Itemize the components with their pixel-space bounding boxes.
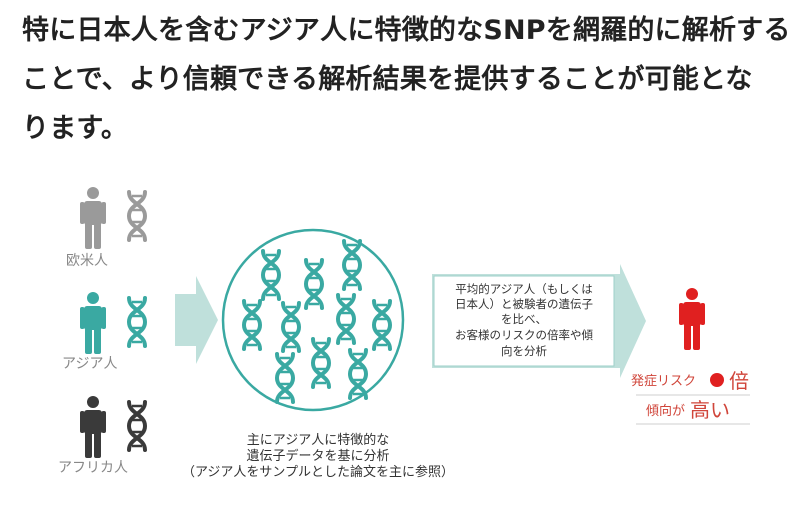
trend-suffix: 高い [690, 398, 730, 422]
risk-suffix: 倍 [729, 369, 749, 393]
risk-dot-icon [710, 373, 724, 387]
arrow-to-circle-icon [175, 276, 218, 364]
trend-prefix: 傾向が [646, 403, 685, 419]
compare-line-1: 平均的アジア人（もしくは [455, 282, 593, 296]
person-asian-icon [80, 292, 106, 354]
snp-analysis-diagram: 欧米人 アジア人 アフリカ人 主にアジア人に特徴的な 遺伝子データを基に分析 （… [58, 187, 750, 480]
person-western-icon [80, 187, 106, 249]
label-western: 欧米人 [66, 253, 108, 269]
circle-caption-line-1: 主にアジア人に特徴的な [247, 432, 389, 448]
compare-line-4: お客様のリスクの倍率や傾 [455, 328, 593, 342]
label-african: アフリカ人 [58, 460, 128, 476]
risk-result: 発症リスク 倍 [631, 369, 749, 393]
compare-line-5: 向を分析 [501, 344, 547, 358]
compare-line-3: を比べ、 [501, 312, 547, 326]
circle-caption-line-2: 遺伝子データを基に分析 [246, 448, 389, 464]
dna-african-icon [127, 400, 147, 452]
group-western: 欧米人 [66, 187, 147, 269]
headline: 特に日本人を含むアジア人に特徴的なSNPを網羅的に解析する ことで、より信頼でき… [22, 6, 802, 153]
compare-line-2: 日本人）と被験者の遺伝子 [455, 297, 593, 311]
compare-text-panel [433, 275, 615, 367]
headline-line-1: 特に日本人を含むアジア人に特徴的なSNPを網羅的に解析する [22, 15, 791, 46]
risk-prefix: 発症リスク [631, 374, 696, 389]
label-asian: アジア人 [62, 356, 117, 372]
circle-caption-line-3: （アジア人をサンプルとした論文を主に参照） [182, 464, 454, 480]
headline-line-3: ります。 [22, 113, 129, 144]
person-african-icon [80, 396, 106, 458]
trend-result: 傾向が 高い [646, 398, 730, 422]
dna-asian-icon [127, 296, 147, 348]
headline-line-2: ことで、より信頼できる解析結果を提供することが可能とな [22, 64, 753, 95]
asian-data-circle [221, 228, 405, 412]
group-african: アフリカ人 [58, 396, 147, 476]
group-asian: アジア人 [62, 292, 147, 372]
person-result-icon [679, 288, 705, 350]
dna-western-icon [127, 190, 147, 242]
